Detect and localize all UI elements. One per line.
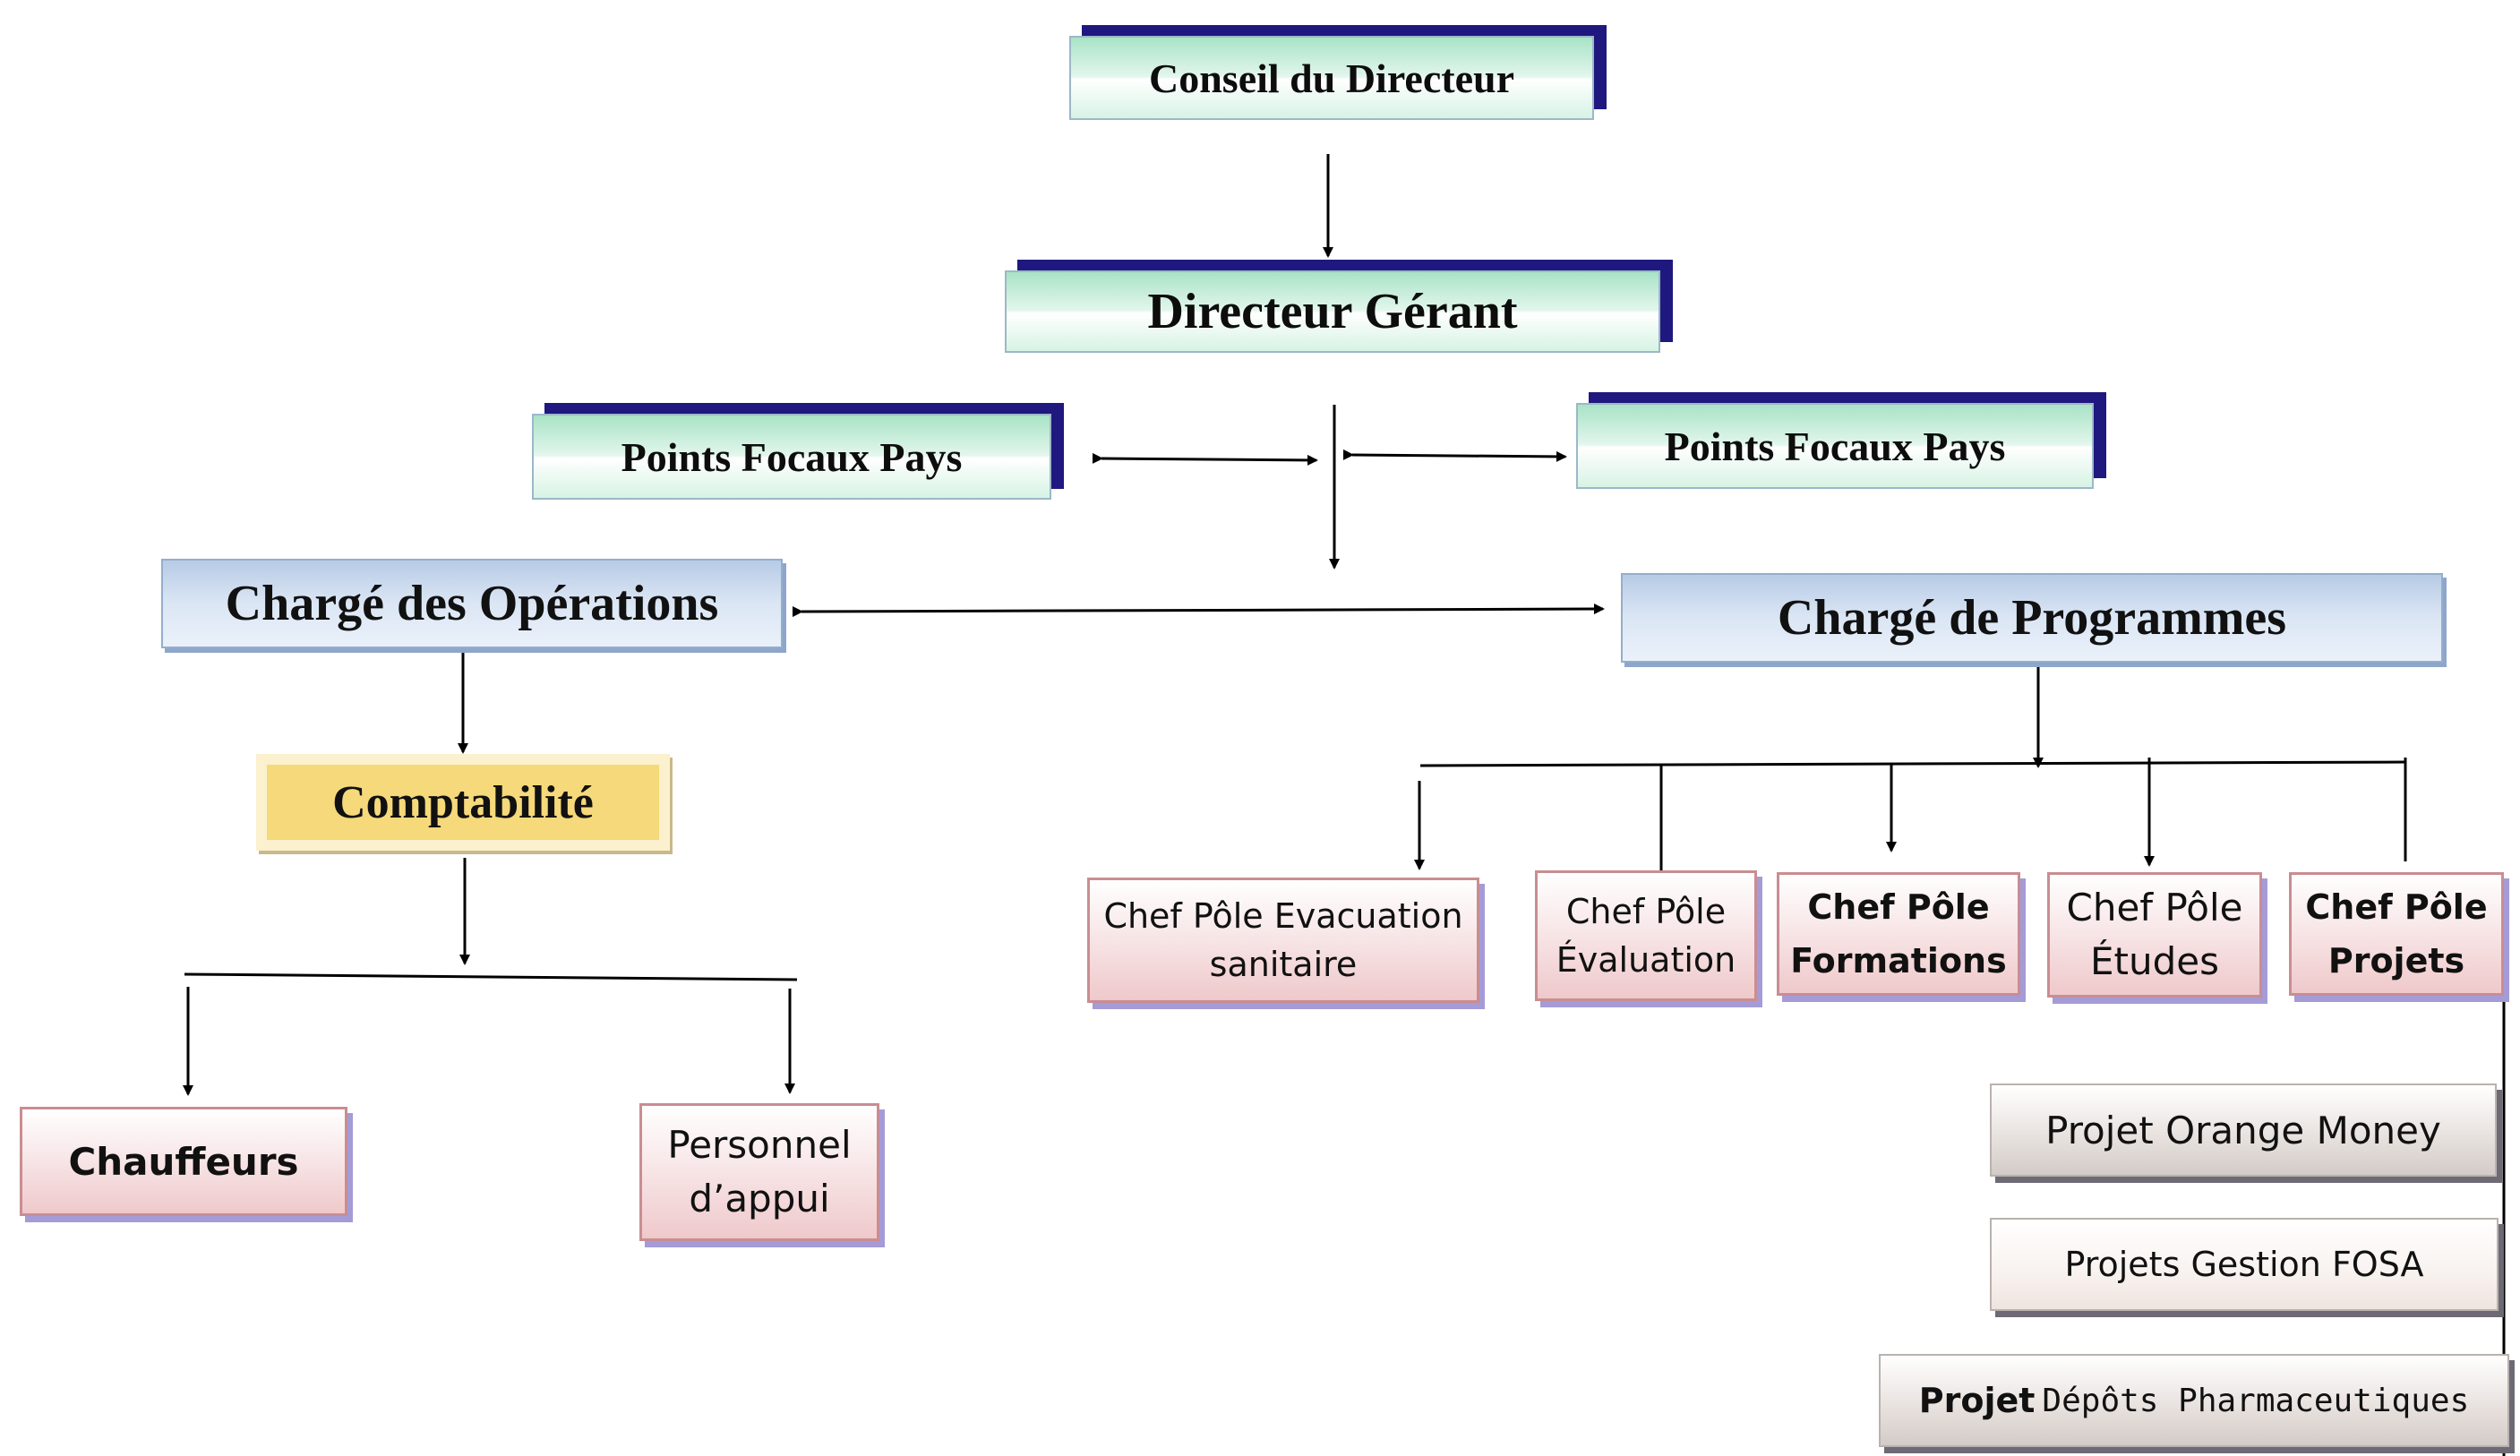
personnel-appui-box: Personnel d’appui [639,1103,879,1241]
pole-formations-line1: Chef Pôle [1807,887,1990,927]
pole-formations-box: Chef Pôle Formations [1777,872,2020,996]
arrow-focaux-left [1092,452,1318,466]
pole-evaluation-box: Chef Pôle Évaluation [1535,870,1757,1001]
points-focaux-right-box: Points Focaux Pays [1576,403,2094,489]
projet-depots-pharmaceutiques-box: Projet Dépôts Pharmaceutiques [1879,1354,2509,1447]
projet-orange-money-box: Projet Orange Money [1990,1083,2497,1177]
pole-evacuation-box: Chef Pôle Evacuation sanitaire [1087,878,1479,1003]
projet-depots-prefix: Projet [1918,1381,2036,1420]
pole-etudes-line1: Chef Pôle [2066,886,2243,929]
pole-etudes-box: Chef Pôle Études [2047,872,2262,998]
pole-evaluation-line1: Chef Pôle [1565,892,1727,931]
chauffeurs-label: Chauffeurs [68,1139,299,1184]
charge-programmes-label: Chargé de Programmes [1777,590,2287,646]
points-focaux-left-label: Points Focaux Pays [621,433,963,480]
conseil-du-directeur-box: Conseil du Directeur [1069,36,1594,120]
pole-projets-line2: Projets [2327,941,2465,981]
personnel-label-line2: d’appui [689,1177,830,1220]
charge-programmes-box: Chargé de Programmes [1621,573,2443,663]
personnel-label-line1: Personnel [667,1123,852,1167]
branch-programmes [1419,760,2406,767]
points-focaux-right-label: Points Focaux Pays [1664,423,2006,469]
pole-evaluation-line2: Évaluation [1556,940,1736,980]
pole-formations-line2: Formations [1790,941,2007,981]
directeur-gerant-label: Directeur Gérant [1147,284,1518,339]
projets-gestion-fosa-label: Projets Gestion FOSA [2064,1245,2424,1284]
projet-depots-rest: Dépôts Pharmaceutiques [2042,1382,2470,1419]
projets-gestion-fosa-box: Projets Gestion FOSA [1990,1218,2499,1311]
pole-evacuation-line2: sanitaire [1209,945,1358,984]
directeur-gerant-box: Directeur Gérant [1005,270,1660,353]
pole-etudes-line2: Études [2089,939,2219,983]
arrow-operations-programmes [792,604,1605,618]
pole-evacuation-line1: Chef Pôle Evacuation [1103,896,1463,936]
points-focaux-left-box: Points Focaux Pays [532,414,1051,500]
comptabilite-box: Comptabilité [256,754,670,851]
charge-operations-label: Chargé des Opérations [225,576,719,631]
chauffeurs-box: Chauffeurs [20,1107,347,1216]
projet-orange-money-label: Projet Orange Money [2045,1108,2441,1152]
branch-operations [184,972,798,981]
pole-projets-line1: Chef Pôle [2305,887,2488,927]
conseil-du-directeur-label: Conseil du Directeur [1148,55,1514,101]
charge-operations-box: Chargé des Opérations [161,559,783,648]
comptabilite-label: Comptabilité [332,776,594,828]
arrow-focaux-right [1342,449,1567,462]
pole-projets-box: Chef Pôle Projets [2289,872,2504,996]
